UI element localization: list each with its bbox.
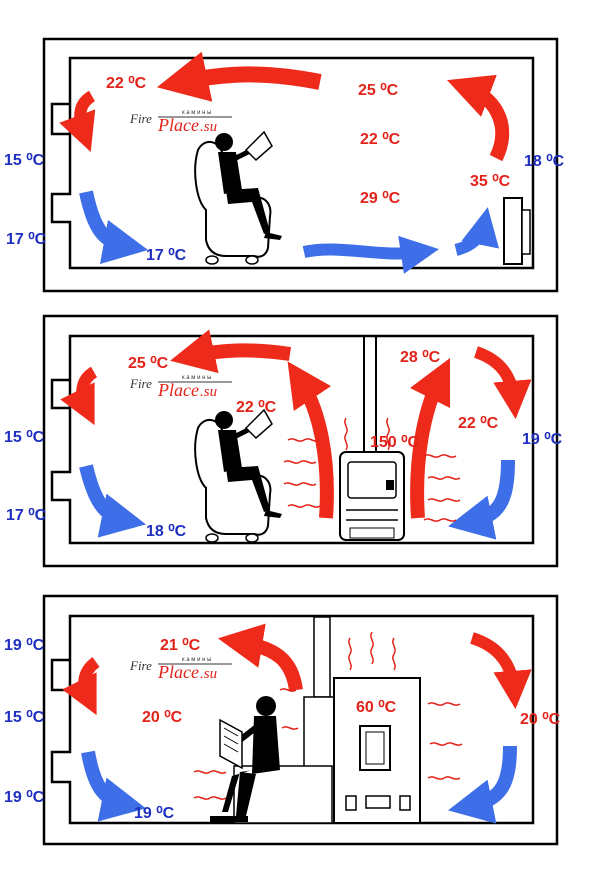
panel-1-temp-top-center: 25 ⁰C — [358, 82, 399, 99]
panel-3-room-wall — [50, 614, 535, 825]
panel-3-temp-stove: 60 ⁰C — [356, 699, 397, 716]
panel-3-temp-right-wall: 20 ⁰C — [520, 711, 561, 728]
panel-3-cold-arrow-left — [81, 750, 146, 822]
panel-1-warm-arrow-left — [59, 90, 96, 152]
panel-3-cold-arrow-right — [448, 745, 517, 824]
svg-text:к а м и н ы: к а м и н ы — [182, 375, 211, 381]
svg-text:Place: Place — [157, 380, 199, 400]
panel-2-outer-wall — [42, 314, 559, 568]
panel-3-logo: Fire Place .su к а м и н ы — [129, 657, 232, 682]
panel-2-warm-arrow-rising-left — [287, 361, 334, 519]
panel-1-cold-arrow-floor — [302, 235, 439, 274]
panel-2-metal-stove: Fire Place .su к а м и н ы — [4, 314, 563, 568]
svg-text:Fire: Fire — [129, 658, 152, 673]
panel-2-temp-left-upper: 15 ⁰C — [4, 429, 45, 446]
panel-3-warm-arrow-top-right — [469, 632, 532, 710]
panel-1-cold-arrow-left — [79, 190, 149, 265]
panel-1-warm-arrow-right — [447, 74, 510, 162]
panel-1-temp-heater: 35 ⁰C — [470, 173, 511, 190]
panel-3-temp-left-mid: 15 ⁰C — [4, 709, 45, 726]
panel-3-temp-floor: 19 ⁰C — [134, 805, 175, 822]
panel-2-temp-floor: 18 ⁰C — [146, 523, 187, 540]
panel-3-outer-wall — [42, 594, 559, 846]
panel-2-temp-near-person: 22 ⁰C — [236, 399, 277, 416]
panel-2-temp-stove: 150 ⁰C — [370, 434, 420, 451]
panel-3-temp-top-center: 21 ⁰C — [160, 637, 201, 654]
svg-text:к а м и н ы: к а м и н ы — [182, 657, 211, 663]
svg-text:Place: Place — [157, 662, 199, 682]
panel-1-wall-heater — [503, 197, 531, 265]
panel-3-masonry-stove-body — [233, 616, 421, 824]
svg-text:.su: .su — [200, 666, 217, 682]
panel-2-temp-top-right: 28 ⁰C — [400, 349, 441, 366]
panel-2-temp-left-lower: 17 ⁰C — [6, 507, 47, 524]
panel-1-warm-arrow-top — [156, 51, 322, 102]
panel-2-room-wall — [50, 334, 535, 545]
svg-text:.su: .su — [200, 119, 217, 135]
panel-2-stove — [339, 337, 405, 541]
panel-3-heat-waves — [193, 631, 463, 800]
panel-2-cold-arrow-left — [79, 464, 146, 538]
panel-2-warm-arrow-top-left — [170, 329, 292, 374]
panel-3-temp-top-left-wall: 19 ⁰C — [4, 637, 45, 654]
svg-text:.su: .su — [200, 384, 217, 400]
panel-1-outer-wall — [42, 37, 559, 293]
panel-2-temp-top-left: 25 ⁰C — [128, 355, 169, 372]
panel-2-temp-right-inner: 22 ⁰C — [458, 415, 499, 432]
panel-1-temp-top-left: 22 ⁰C — [106, 75, 147, 92]
panel-1-temp-center: 22 ⁰C — [360, 131, 401, 148]
panel-1-temp-left-upper: 15 ⁰C — [4, 152, 45, 169]
panel-1-fireplace-heater: Fire Place .su к а м и н ы 22 ⁰C 25 ⁰C 2… — [4, 37, 565, 293]
panel-1-cold-arrow-right — [454, 207, 500, 256]
panel-1-room-wall — [50, 56, 535, 270]
svg-text:Fire: Fire — [129, 111, 152, 126]
svg-text:Place: Place — [157, 115, 199, 135]
panel-2-heat-waves — [283, 417, 461, 522]
panel-1-temp-low-center: 29 ⁰C — [360, 190, 401, 207]
panel-3-temp-room: 20 ⁰C — [142, 709, 183, 726]
panel-3-masonry-stove: Fire Place .su к а м и н ы — [4, 594, 561, 846]
panel-2-warm-arrow-top-right — [473, 346, 532, 420]
panel-2-logo: Fire Place .su к а м и н ы — [129, 375, 232, 400]
panel-3-sitting-reader — [210, 696, 280, 822]
svg-text:Fire: Fire — [129, 376, 152, 391]
panel-2-cold-arrow-right — [448, 459, 515, 540]
panel-1-logo: Fire Place .su к а м и н ы — [129, 110, 232, 135]
panel-1-temp-left-lower: 17 ⁰C — [6, 231, 47, 248]
panel-1-temp-floor: 17 ⁰C — [146, 247, 187, 264]
panel-2-warm-arrow-left — [60, 366, 98, 426]
panel-3-warm-arrow-top — [217, 623, 303, 692]
panel-2-temp-right-wall: 19 ⁰C — [522, 431, 563, 448]
panel-3-temp-left-lower: 19 ⁰C — [4, 789, 45, 806]
panel-1-temp-right-wall: 18 ⁰C — [524, 153, 565, 170]
svg-text:к а м и н ы: к а м и н ы — [182, 110, 211, 116]
panel-2-warm-arrow-rising-right — [409, 357, 451, 519]
panel-3-warm-arrow-left — [62, 657, 100, 716]
